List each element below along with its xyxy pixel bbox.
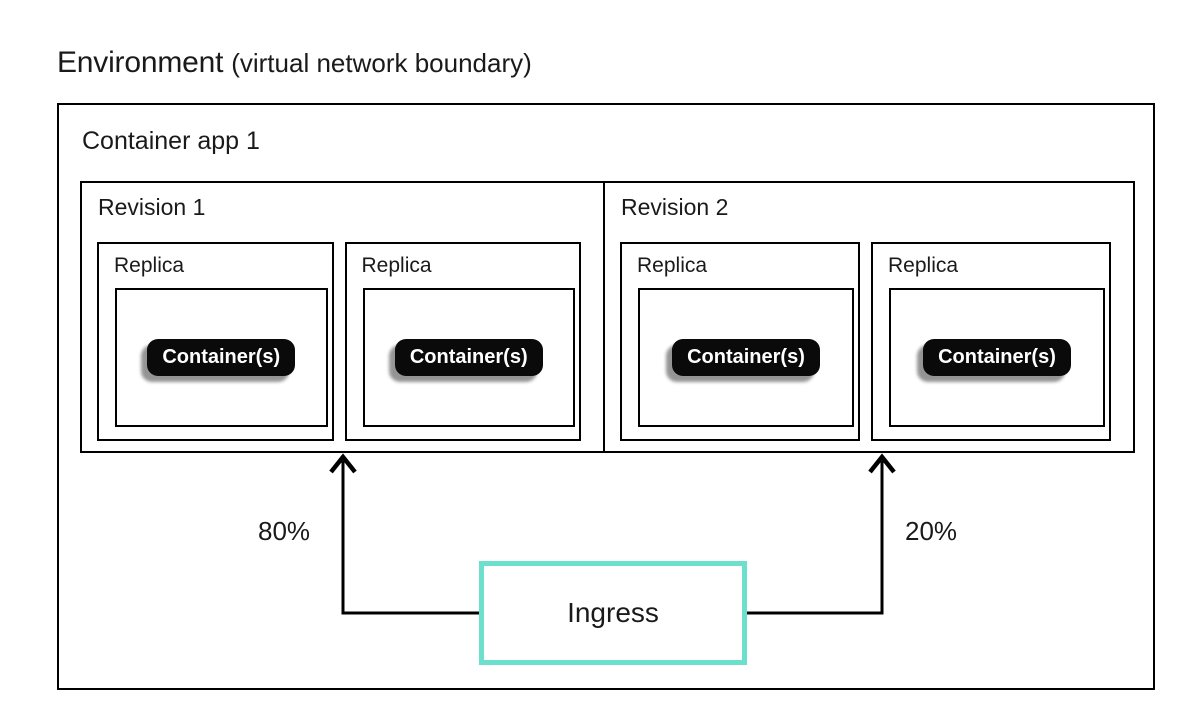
containers-box: Container(s) [638, 288, 854, 427]
environment-title: Environment [57, 46, 224, 79]
containers-box: Container(s) [115, 288, 328, 427]
revision-2-replicas-row: Replica Container(s) Replica Container(s… [620, 242, 1111, 441]
revision-2-label: Revision 2 [621, 194, 729, 220]
containers-badge: Container(s) [394, 339, 543, 376]
replica-label: Replica [114, 254, 185, 277]
container-app-box: Revision 1 Replica Container(s) Replica … [80, 181, 1135, 453]
containers-badge: Container(s) [147, 339, 296, 376]
arrow-up-icon [868, 453, 896, 474]
replica-label: Replica [637, 254, 708, 277]
traffic-percent-right: 20% [905, 516, 958, 546]
environment-label: Environment(virtual network boundary) [57, 46, 532, 80]
revision-2-box: Revision 2 Replica Container(s) Replica … [605, 183, 1133, 451]
arrow-up-icon [329, 453, 357, 474]
traffic-arrow-left-line [341, 461, 479, 615]
replica-box: Replica Container(s) [97, 242, 334, 441]
replica-box: Replica Container(s) [344, 242, 581, 441]
containers-box: Container(s) [889, 288, 1105, 427]
environment-subtitle: (virtual network boundary) [231, 48, 532, 78]
ingress-label: Ingress [567, 597, 659, 628]
replica-box: Replica Container(s) [871, 242, 1111, 441]
ingress-box: Ingress [479, 561, 747, 665]
environment-boundary-box: Container app 1 Revision 1 Replica Conta… [57, 103, 1155, 690]
containers-badge: Container(s) [923, 339, 1071, 376]
revision-1-replicas-row: Replica Container(s) Replica Container(s… [97, 242, 581, 441]
replica-label: Replica [888, 254, 959, 277]
containers-box: Container(s) [362, 288, 575, 427]
revision-1-box: Revision 1 Replica Container(s) Replica … [82, 183, 605, 451]
containers-badge: Container(s) [672, 339, 820, 376]
traffic-percent-left: 80% [258, 516, 311, 546]
container-app-label: Container app 1 [82, 127, 260, 155]
traffic-arrow-right-line [747, 461, 884, 615]
revision-1-label: Revision 1 [98, 194, 206, 220]
replica-box: Replica Container(s) [620, 242, 860, 441]
replica-label: Replica [361, 254, 432, 277]
